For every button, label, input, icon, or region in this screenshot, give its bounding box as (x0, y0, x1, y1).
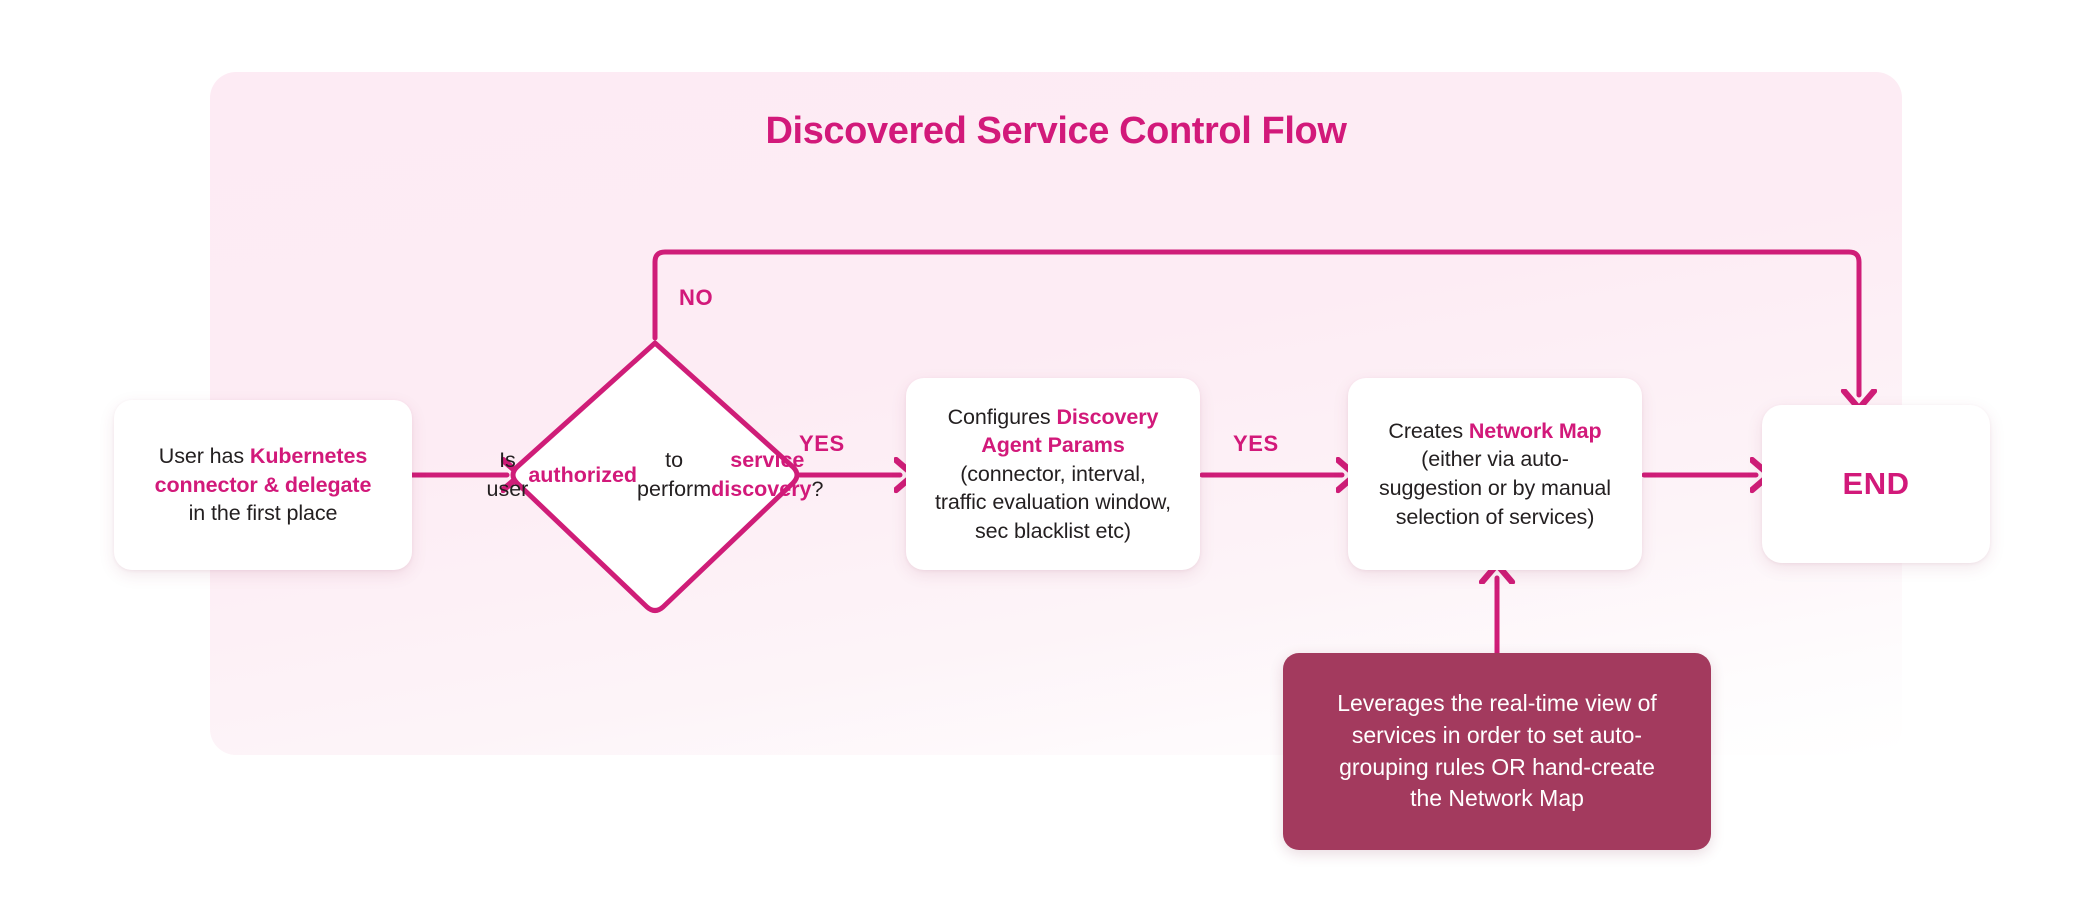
network-map-node-text: Creates Network Map(either via auto-sugg… (1379, 417, 1611, 531)
plain-text: Configures (947, 404, 1057, 429)
text-line: traffic evaluation window, (935, 488, 1171, 517)
plain-text: Creates (1388, 418, 1469, 443)
text-line: the Network Map (1410, 785, 1584, 812)
plain-text: suggestion or by manual (1379, 476, 1611, 500)
text-line: connector & delegate (155, 471, 372, 500)
highlight-text: connector & delegate (154, 472, 372, 497)
edge-label-no: NO (679, 285, 714, 310)
text-line: selection of services) (1379, 503, 1611, 532)
plain-text: to perform (637, 448, 712, 501)
text-line: Agent Params (935, 431, 1171, 460)
plain-text: in the first place (188, 501, 338, 526)
text-line: Configures Discovery (935, 403, 1171, 432)
note-box-text: Leverages the real-time view of services … (1337, 688, 1657, 815)
plain-text: selection of services) (1395, 504, 1595, 529)
edge-label-yes-1: YES (799, 431, 845, 456)
note-box[interactable]: Leverages the real-time view of services … (1283, 653, 1711, 850)
highlight-text: Kubernetes (249, 444, 368, 469)
network-map-node[interactable]: Creates Network Map(either via auto-sugg… (1348, 378, 1642, 570)
plain-text: sec blacklist etc) (975, 518, 1131, 543)
text-line: grouping rules OR hand-create (1339, 753, 1655, 780)
diagram-title: Discovered Service Control Flow (765, 110, 1347, 152)
text-line: in the first place (155, 499, 372, 528)
highlight-text: Network Map (1468, 418, 1602, 443)
end-node-label: END (1842, 466, 1910, 502)
text-line: suggestion or by manual (1379, 474, 1611, 503)
plain-text: traffic evaluation window, (934, 490, 1172, 515)
plain-text: ? (811, 477, 824, 501)
text-line: (connector, interval, (935, 460, 1171, 489)
text-line: to perform (637, 446, 711, 503)
decision-diamond-shape (510, 340, 800, 613)
text-line: (either via auto- (1379, 445, 1611, 474)
plain-text: (either via auto- (1421, 447, 1569, 472)
highlight-text: Agent Params (981, 433, 1125, 458)
end-node[interactable]: END (1762, 405, 1990, 563)
text-line: authorized (528, 461, 637, 490)
highlight-text: service discovery (711, 448, 812, 501)
plain-text: User has (158, 444, 250, 469)
plain-text: Is user (486, 448, 529, 501)
plain-text: (connector, interval, (960, 461, 1146, 486)
highlight-text: Discovery (1056, 404, 1159, 429)
edge-label-yes-2: YES (1233, 431, 1279, 456)
text-line: Creates Network Map (1379, 417, 1611, 446)
text-line: Leverages the real-time view of (1337, 690, 1657, 717)
text-line: Is user (487, 446, 529, 503)
text-line: User has Kubernetes (155, 442, 372, 471)
highlight-text: authorized (528, 462, 638, 487)
text-line: sec blacklist etc) (935, 517, 1171, 546)
text-line: service discovery? (711, 446, 823, 503)
text-line: services in order to set auto- (1351, 721, 1643, 748)
